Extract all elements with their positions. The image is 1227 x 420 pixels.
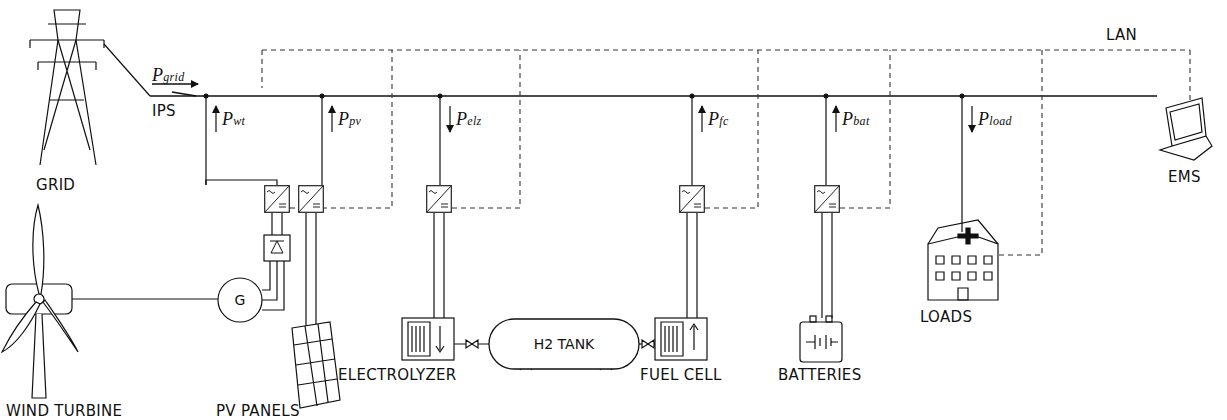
converter <box>299 186 324 213</box>
network-label: LAN <box>1106 28 1137 43</box>
power-symbol: Pfc <box>708 110 729 128</box>
component-name: FUEL CELL <box>640 368 722 383</box>
component-name: PV PANELS <box>216 404 300 419</box>
converter <box>265 186 290 213</box>
generator-symbol: G <box>234 293 245 307</box>
power-symbol: Pbat <box>842 110 870 128</box>
power-symbol: Pgrid <box>152 66 185 84</box>
component-name: LOADS <box>920 310 972 325</box>
power-symbol: Ppv <box>338 110 361 128</box>
ac-bus <box>150 95 1157 96</box>
power-symbol: Pload <box>978 110 1012 128</box>
switch-label: IPS <box>152 104 176 119</box>
power-symbol: Pelz <box>456 110 482 128</box>
lan-lines <box>262 50 1190 255</box>
converter <box>427 186 452 213</box>
power-symbol: Pwt <box>222 110 245 128</box>
component-name: GRID <box>36 178 75 193</box>
component-name: WIND TURBINE <box>6 404 122 419</box>
converter <box>680 186 705 213</box>
component-name: EMS <box>1168 170 1201 185</box>
ips-switch <box>172 92 196 96</box>
hydrogen-tank: H2 TANK <box>488 318 640 370</box>
component-name: BATTERIES <box>778 368 861 383</box>
converter <box>815 186 840 213</box>
component-name: ELECTROLYZER <box>338 368 456 383</box>
node-text: H2 TANK <box>488 318 640 351</box>
feeder-lines <box>206 96 962 232</box>
